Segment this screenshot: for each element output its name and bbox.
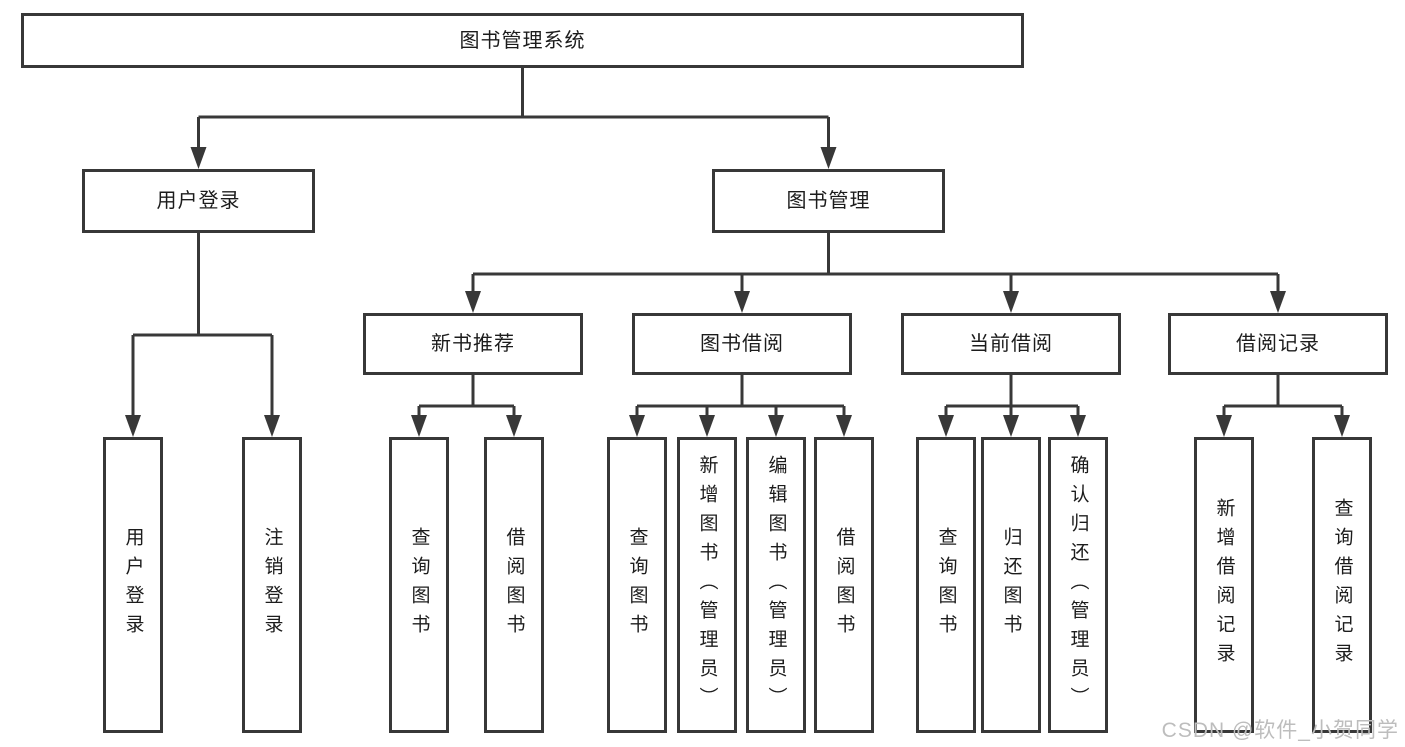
leaf-label: 查询借阅记录 xyxy=(1331,498,1353,672)
leaf-label: 注销登录 xyxy=(261,527,283,643)
leaf-label: 查询图书 xyxy=(935,527,957,643)
leaf-label: 借阅图书 xyxy=(833,527,855,643)
node-label: 新书推荐 xyxy=(431,333,515,355)
node-label: 用户登录 xyxy=(156,190,241,212)
node-label: 图书管理 xyxy=(786,190,871,212)
leaf-return-book: 归还图书 xyxy=(981,437,1041,733)
leaf-edit-book-admin: 编辑图书（管理员） xyxy=(746,437,806,733)
connector-user-login-to-leaves xyxy=(125,233,280,437)
connector-book-borrow-to-leaves xyxy=(629,375,852,437)
leaf-label: 查询图书 xyxy=(626,527,648,643)
leaf-confirm-return-admin: 确认归还（管理员） xyxy=(1048,437,1108,733)
node-book-management: 图书管理 xyxy=(712,169,945,233)
leaf-query-books-current: 查询图书 xyxy=(916,437,976,733)
leaf-user-login: 用户登录 xyxy=(103,437,163,733)
node-label: 借阅记录 xyxy=(1236,333,1320,355)
leaf-add-borrow-record: 新增借阅记录 xyxy=(1194,437,1254,733)
leaf-label: 归还图书 xyxy=(1000,527,1022,643)
leaf-add-book-admin: 新增图书（管理员） xyxy=(677,437,737,733)
connector-root-to-level2 xyxy=(190,68,837,169)
node-user-login: 用户登录 xyxy=(82,169,315,233)
leaf-query-borrow-record: 查询借阅记录 xyxy=(1312,437,1372,733)
csdn-watermark: CSDN @软件_小贺同学 xyxy=(1161,719,1399,742)
node-label: 当前借阅 xyxy=(969,333,1053,355)
leaf-logout: 注销登录 xyxy=(242,437,302,733)
leaf-query-books-recommend: 查询图书 xyxy=(389,437,449,733)
leaf-borrow-books: 借阅图书 xyxy=(814,437,874,733)
leaf-borrow-books-recommend: 借阅图书 xyxy=(484,437,544,733)
leaf-label: 确认归还（管理员） xyxy=(1067,454,1089,716)
leaf-label: 新增借阅记录 xyxy=(1213,498,1235,672)
leaf-label: 查询图书 xyxy=(408,527,430,643)
connector-new-book-to-leaves xyxy=(411,375,522,437)
leaf-label: 新增图书（管理员） xyxy=(696,454,718,716)
node-root: 图书管理系统 xyxy=(21,13,1024,68)
leaf-label: 用户登录 xyxy=(122,527,144,643)
leaf-label: 编辑图书（管理员） xyxy=(765,454,787,716)
leaf-label: 借阅图书 xyxy=(503,527,525,643)
node-label: 图书借阅 xyxy=(700,333,784,355)
connector-current-borrow-to-leaves xyxy=(938,375,1086,437)
connector-book-management-to-level3 xyxy=(465,233,1286,313)
connector-borrow-records-to-leaves xyxy=(1216,375,1350,437)
leaf-query-books-borrow: 查询图书 xyxy=(607,437,667,733)
node-borrow-records: 借阅记录 xyxy=(1168,313,1388,375)
node-label: 图书管理系统 xyxy=(459,29,586,52)
node-new-book-recommend: 新书推荐 xyxy=(363,313,583,375)
node-book-borrow: 图书借阅 xyxy=(632,313,852,375)
node-current-borrow: 当前借阅 xyxy=(901,313,1121,375)
